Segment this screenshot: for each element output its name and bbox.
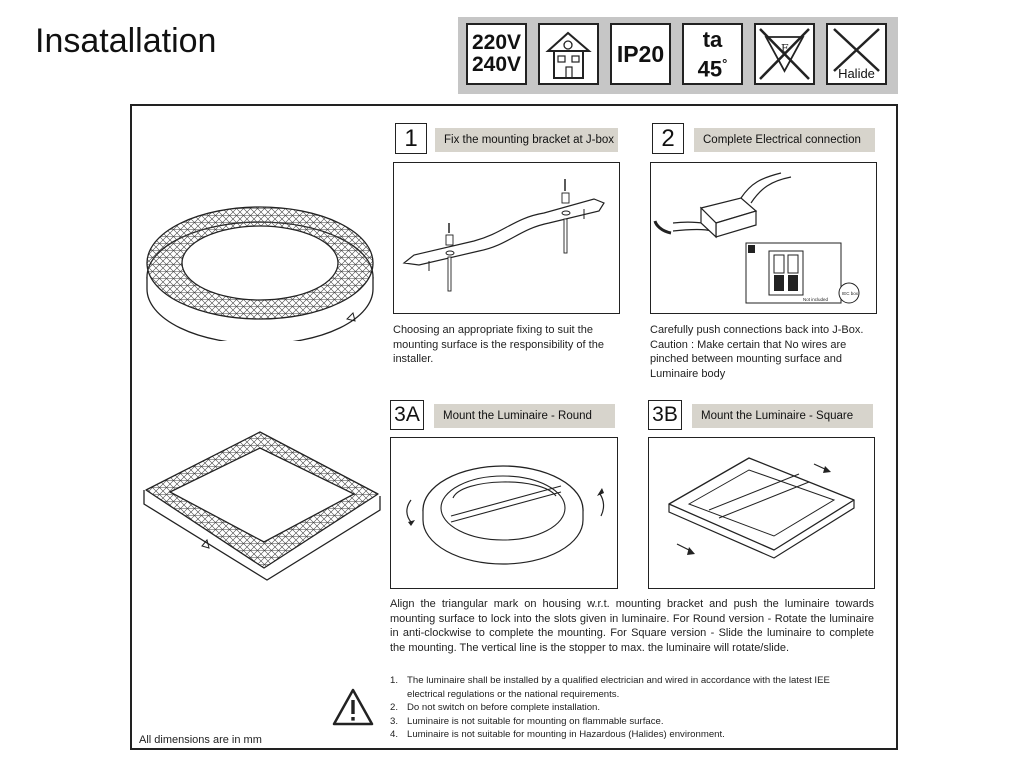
- step-1-note: Choosing an appropriate fixing to suit t…: [393, 324, 604, 365]
- voltage-bottom: 240V: [471, 53, 522, 76]
- installation-sheet: 1 Fix the mounting bracket at J-box Choo…: [130, 104, 898, 750]
- house-indoor-icon: [538, 23, 599, 85]
- ta-value: 45: [697, 56, 723, 82]
- step-2-title: Complete Electrical connection: [694, 128, 875, 152]
- step-3b-number: 3B: [648, 400, 682, 430]
- safety-note: 3.Luminaire is not suitable for mounting…: [390, 715, 664, 727]
- mounting-instructions: Align the triangular mark on housing w.r…: [390, 598, 874, 654]
- step-1-number: 1: [395, 123, 427, 154]
- round-luminaire-illustration: [146, 206, 374, 341]
- safety-note: 1.The luminaire shall be installed by a …: [390, 675, 830, 700]
- step-3a-title: Mount the Luminaire - Round: [434, 404, 615, 428]
- ambient-temperature-badge: ta 45°: [682, 23, 743, 85]
- dimensions-note: All dimensions are in mm: [139, 734, 262, 746]
- step-2-figure: Not included IEC box: [650, 162, 877, 314]
- voltage-top: 220V: [471, 31, 522, 54]
- iec-box-badge: IEC box: [842, 291, 859, 296]
- step-1-figure: [393, 162, 620, 314]
- step-3b-title: Mount the Luminaire - Square: [692, 404, 873, 428]
- svg-text:F: F: [781, 42, 789, 55]
- not-included-text: Not included: [803, 297, 829, 302]
- warning-icon: [332, 688, 374, 726]
- halide-cross-icon: Halide: [826, 23, 887, 85]
- no-flammable-surface-icon: F: [754, 23, 815, 85]
- step-1-title: Fix the mounting bracket at J-box: [435, 128, 618, 152]
- page-title: Insatallation: [35, 22, 217, 60]
- safety-notes: 1.The luminaire shall be installed by a …: [390, 674, 860, 742]
- ip-rating-badge: IP20: [610, 23, 671, 85]
- step-2-note: Carefully push connections back into J-B…: [650, 324, 864, 380]
- step-3a-number: 3A: [390, 400, 424, 430]
- step-2-number: 2: [652, 123, 684, 154]
- step-3b-figure: [648, 437, 875, 589]
- safety-note: 4.Luminaire is not suitable for mounting…: [390, 729, 725, 740]
- square-luminaire-illustration: [143, 431, 381, 581]
- step-3a-figure: [390, 437, 618, 589]
- safety-note: 2.Do not switch on before complete insta…: [390, 702, 601, 713]
- halide-label: Halide: [838, 66, 875, 81]
- ta-label: ta: [702, 27, 723, 52]
- ta-unit: °: [722, 56, 728, 71]
